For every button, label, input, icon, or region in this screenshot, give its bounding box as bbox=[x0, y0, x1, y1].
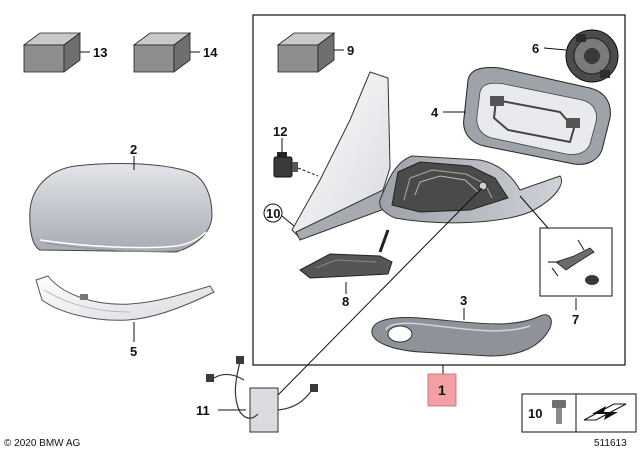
part-14-box[interactable] bbox=[132, 32, 192, 73]
part-11-harness[interactable] bbox=[206, 356, 318, 433]
part-4-glass-frame[interactable] bbox=[463, 67, 611, 165]
assembly-frame bbox=[252, 14, 626, 366]
part-12-connector[interactable] bbox=[273, 152, 298, 178]
callout-12[interactable]: 12 bbox=[273, 124, 287, 139]
part-8-lower-trim[interactable] bbox=[299, 253, 393, 279]
mirror-housing-internals bbox=[379, 155, 562, 224]
arrow-icon bbox=[583, 403, 627, 421]
callout-14[interactable]: 14 bbox=[203, 45, 218, 60]
screw-icon bbox=[552, 400, 566, 424]
mirror-base-arm bbox=[291, 71, 396, 253]
callout-8[interactable]: 8 bbox=[342, 294, 349, 309]
callout-13[interactable]: 13 bbox=[93, 45, 107, 60]
leader-6 bbox=[543, 47, 567, 51]
callout-6[interactable]: 6 bbox=[532, 41, 539, 56]
part-2-mirror-cap[interactable] bbox=[29, 163, 213, 253]
callout-2[interactable]: 2 bbox=[130, 142, 137, 157]
callout-7[interactable]: 7 bbox=[572, 312, 579, 327]
part-5-turn-signal[interactable] bbox=[35, 275, 215, 321]
callout-9[interactable]: 9 bbox=[347, 43, 354, 58]
part-6-motor[interactable] bbox=[565, 29, 619, 83]
legend-callout-10[interactable]: 10 bbox=[528, 406, 542, 421]
callout-10[interactable]: 10 bbox=[266, 206, 280, 221]
legend-box bbox=[521, 393, 637, 433]
part-7-bracket bbox=[548, 239, 599, 285]
part-13-box[interactable] bbox=[22, 32, 82, 73]
callout-4[interactable]: 4 bbox=[431, 105, 439, 120]
callout-3[interactable]: 3 bbox=[460, 293, 467, 308]
callout-5[interactable]: 5 bbox=[130, 344, 137, 359]
diagram-number: 511613 bbox=[594, 438, 627, 449]
leader-10 bbox=[281, 215, 295, 227]
callout-1-box[interactable] bbox=[427, 373, 457, 407]
part-9-box[interactable] bbox=[276, 32, 336, 73]
part-3-trim[interactable] bbox=[371, 314, 552, 357]
leader-11-long bbox=[277, 187, 483, 396]
leader-12-dash bbox=[297, 167, 319, 177]
callout-1[interactable]: 1 bbox=[438, 382, 446, 398]
callout-11[interactable]: 11 bbox=[196, 403, 210, 418]
copyright-text: © 2020 BMW AG bbox=[4, 438, 81, 449]
callout-10-circle[interactable] bbox=[263, 203, 283, 223]
leader-7-link bbox=[519, 195, 549, 229]
